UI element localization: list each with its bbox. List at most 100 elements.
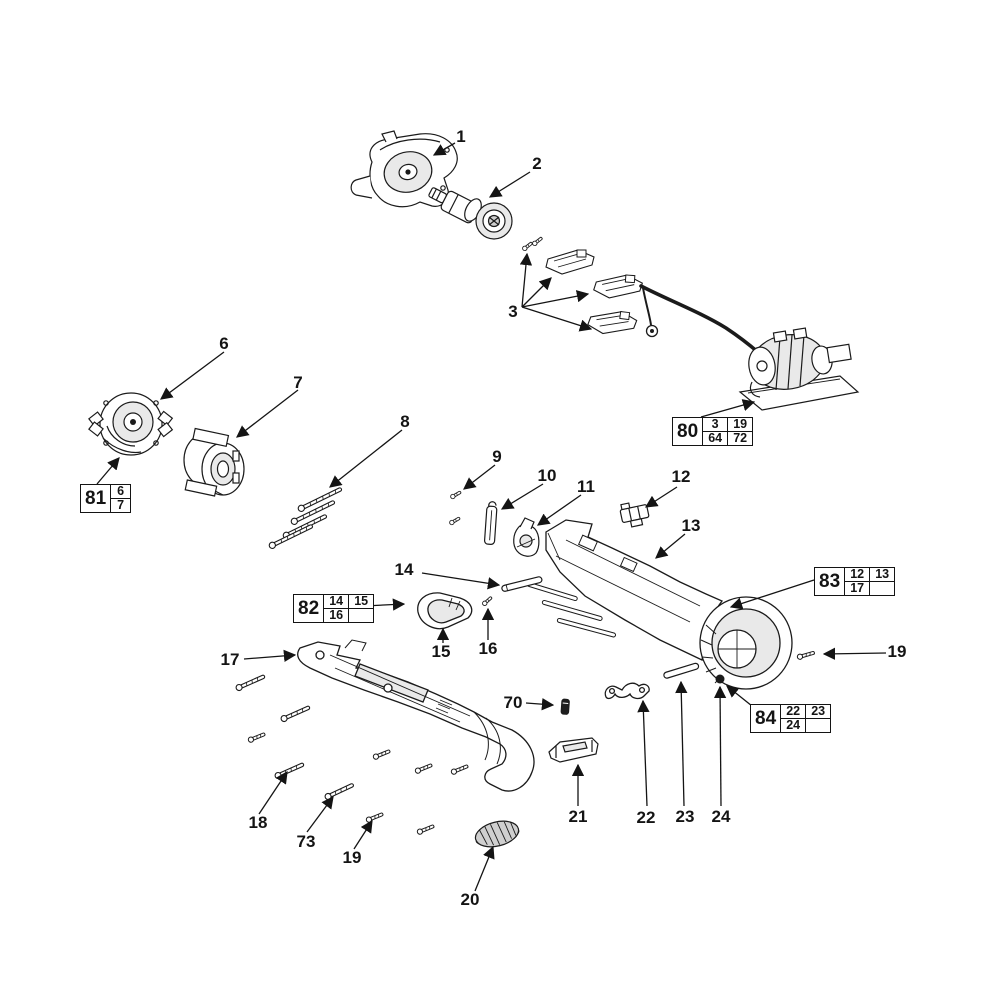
ref-box-84: 84 22 23 24 [750, 704, 832, 733]
part-22-lever [604, 682, 650, 700]
ref-box-80: 80 3 19 64 72 [672, 417, 754, 446]
part-24-ball [715, 674, 725, 684]
part-15-handle [417, 592, 473, 630]
leader-arrow-17 [243, 649, 297, 663]
callout-19-right: 19 [887, 642, 907, 661]
callout-10: 10 [537, 466, 557, 485]
ref-box-83: 83 12 13 17 [814, 567, 896, 596]
part-13-upper-housing [526, 519, 793, 690]
part-7-field-case [183, 427, 245, 497]
part-17-lower-housing [297, 639, 535, 792]
part-8-long-screws [267, 485, 344, 551]
ref-box-80-cell: 3 [702, 418, 727, 431]
callout-12: 12 [671, 467, 691, 486]
leader-arrow-20 [474, 845, 495, 892]
callout-11: 11 [577, 477, 595, 496]
leader-arrow-11 [536, 494, 582, 526]
ref-box-82: 82 14 15 16 [293, 594, 375, 623]
leader-arrows [96, 142, 887, 892]
leader-arrow-14 [421, 572, 501, 590]
ref-box-81: 81 6 7 [80, 484, 132, 513]
ref-box-83-id: 83 [819, 571, 841, 592]
leader-arrow-24 [713, 685, 727, 807]
leader-arrow-7 [236, 389, 299, 438]
part-80-motor-assembly [738, 327, 860, 411]
ref-box-80-cell: 19 [727, 418, 752, 431]
callout-8: 8 [400, 412, 410, 431]
ref-box-84-cell: 23 [805, 705, 830, 718]
leader-arrow-box80 [700, 399, 756, 418]
callout-15: 15 [431, 642, 451, 661]
callout-21: 21 [568, 807, 588, 826]
callout-13: 13 [681, 516, 701, 535]
part-16-screw [481, 595, 494, 607]
leader-arrow-13 [655, 533, 686, 559]
callout-1: 1 [456, 127, 466, 146]
ref-box-82-cell: 14 [323, 595, 348, 608]
ref-box-84-id: 84 [755, 708, 777, 729]
ref-box-81-id: 81 [85, 488, 107, 509]
callout-23: 23 [675, 807, 695, 826]
callout-16: 16 [478, 639, 498, 658]
ref-box-82-cell: 16 [323, 608, 349, 622]
leader-arrow-1 [432, 142, 456, 156]
leader-arrow-3d [521, 306, 593, 332]
leader-arrow-23 [675, 680, 688, 807]
leader-arrow-box81 [96, 457, 120, 485]
callout-20: 20 [460, 890, 480, 909]
callout-6: 6 [219, 334, 229, 353]
ref-box-80-cell: 64 [702, 431, 728, 445]
ref-box-82-cell: 15 [348, 595, 373, 608]
leader-arrow-70 [525, 698, 555, 711]
callout-19-bottom: 19 [342, 848, 362, 867]
ref-box-80-cell: 72 [727, 431, 753, 445]
part-23-pin [663, 662, 700, 679]
callout-2: 2 [532, 154, 542, 173]
ref-box-84-cell: 24 [780, 718, 806, 732]
leader-arrow-18 [258, 770, 288, 815]
leader-arrow-2 [488, 171, 531, 198]
leader-arrow-3c [521, 290, 590, 308]
callout-17: 17 [220, 650, 240, 669]
callout-70: 70 [503, 693, 523, 712]
callout-9: 9 [492, 447, 502, 466]
part-6-bearing-housing [88, 392, 174, 456]
callout-22: 22 [636, 808, 656, 827]
ref-box-81-cell: 6 [110, 485, 130, 498]
leader-arrow-8 [329, 429, 403, 488]
leader-arrow-box84 [726, 685, 753, 707]
power-cable [639, 284, 761, 355]
callout-73: 73 [296, 832, 316, 851]
part-9-screws [448, 489, 463, 526]
ref-box-83-cell: 12 [844, 568, 869, 581]
ref-box-81-cell: 7 [110, 498, 131, 512]
leader-arrow-19-bottom [353, 819, 373, 850]
part-11-switch [513, 517, 540, 557]
leader-arrow-12 [644, 486, 678, 508]
callout-24: 24 [711, 807, 731, 826]
part-14-pin [501, 576, 543, 592]
callout-7: 7 [293, 373, 303, 392]
leader-arrow-box83 [729, 579, 815, 610]
part-2-spindle [428, 187, 513, 240]
ref-box-84-cell [805, 718, 831, 732]
ref-box-83-cell: 13 [869, 568, 894, 581]
ref-box-83-cell [869, 581, 895, 595]
ref-box-82-id: 82 [298, 598, 320, 619]
leader-arrow-3b [521, 277, 552, 308]
ref-box-83-cell: 17 [844, 581, 870, 595]
leader-arrow-10 [500, 483, 544, 510]
part-12-connector [619, 502, 650, 528]
leader-arrow-73 [306, 796, 334, 833]
leader-arrow-3a [519, 252, 533, 308]
leader-arrow-22 [637, 699, 650, 807]
leader-arrow-9 [463, 464, 496, 490]
callout-18: 18 [248, 813, 268, 832]
leader-arrow-6 [160, 351, 225, 400]
callout-3: 3 [508, 302, 518, 321]
ref-box-84-cell: 22 [780, 705, 805, 718]
part-21-plate [548, 737, 599, 763]
part-10-plate [483, 501, 498, 545]
